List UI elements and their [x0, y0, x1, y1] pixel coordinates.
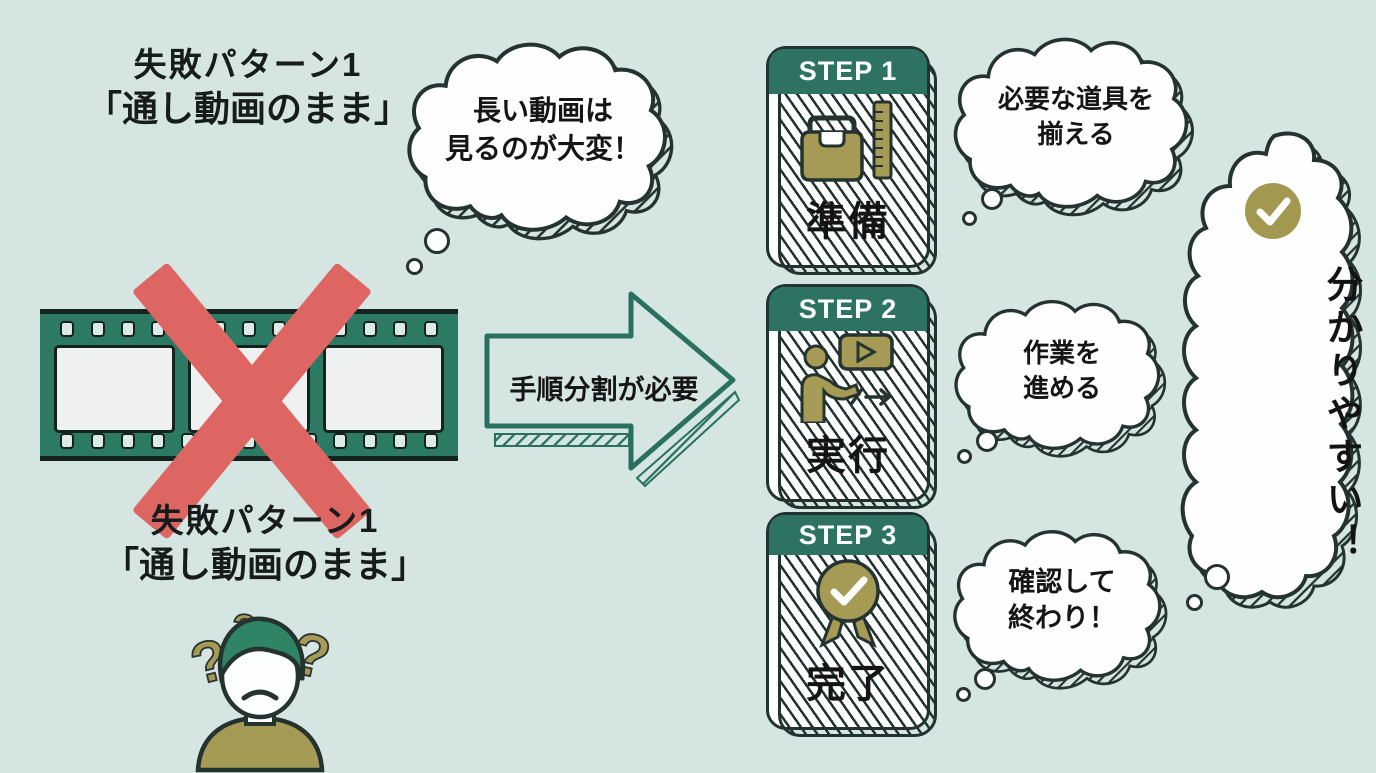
step1-card: STEP 1 準備	[766, 46, 937, 275]
medal-check-icon	[769, 555, 927, 651]
step3-header: STEP 3	[769, 515, 927, 555]
step1-bubble-line2: 揃える	[1037, 119, 1115, 150]
failure-title-top-line2: 「通し動画のまま」	[85, 88, 410, 130]
bubble-tail-dot	[424, 228, 450, 254]
bubble-tail-dot	[956, 687, 971, 702]
bubble-tail-dot	[974, 668, 996, 690]
bubble-tail-dot	[406, 258, 423, 275]
failure-title-top-line1: 失敗パターン1	[133, 46, 363, 83]
demo-play-icon	[769, 331, 927, 423]
step2-header: STEP 2	[769, 287, 927, 331]
step3-thought-bubble: 確認して 終わり！	[942, 520, 1182, 710]
step3-bubble-text: 確認して 終わり！	[942, 564, 1182, 637]
step1-bubble-line1: 必要な道具を	[997, 84, 1154, 114]
confused-person-icon: ? ? ?	[172, 596, 348, 773]
complaint-text: 長い動画は 見るのが大変！	[398, 92, 688, 168]
step2-thought-bubble: 作業を 進める	[942, 290, 1182, 475]
cloud-shape	[407, 42, 674, 241]
step3-bubble-line1: 確認して	[1008, 567, 1116, 597]
step2-card: STEP 2 実行	[766, 284, 937, 509]
check-circle-icon	[1244, 182, 1302, 240]
complaint-line1: 長い動画は	[472, 95, 613, 126]
step1-header: STEP 1	[769, 49, 927, 94]
conclusion-cloud: 分かりやすい！	[1180, 126, 1376, 642]
film-frame	[322, 345, 444, 433]
toolbox-ruler-icon	[769, 94, 927, 189]
film-frame	[54, 345, 176, 433]
bubble-tail-dot	[981, 188, 1003, 210]
step2-label: 実行	[806, 434, 890, 478]
step3-bubble-line2: 終わり！	[1008, 603, 1116, 634]
bubble-tail-dot	[962, 211, 977, 226]
step2-bubble-line1: 作業を	[1022, 338, 1101, 368]
step3-card: STEP 3 完了	[766, 512, 937, 737]
arrow-label: 手順分割が必要	[509, 375, 699, 405]
conclusion-label: 分かりやすい！	[1321, 264, 1362, 566]
bubble-tail-dot	[976, 430, 998, 452]
step1-label: 準備	[806, 200, 890, 244]
bubble-tail-dot	[1186, 594, 1203, 611]
step3-label: 完了	[806, 662, 890, 706]
complaint-line2: 見るのが大変！	[444, 132, 641, 164]
complaint-thought-bubble: 長い動画は 見るのが大変！	[398, 30, 688, 282]
red-x-icon	[131, 262, 373, 540]
failure-title-bottom: 失敗パターン1 「通し動画のまま」	[95, 500, 435, 588]
bubble-tail-dot	[1204, 564, 1230, 590]
step2-bubble-line2: 進める	[1022, 373, 1101, 404]
bubble-tail-dot	[957, 449, 972, 464]
transition-arrow: 手順分割が必要	[483, 286, 745, 494]
failure-title-top: 失敗パターン1 「通し動画のまま」	[78, 44, 418, 132]
failure-title-bottom-line2: 「通し動画のまま」	[102, 544, 427, 586]
step2-bubble-text: 作業を 進める	[942, 336, 1182, 406]
step1-thought-bubble: 必要な道具を 揃える	[948, 26, 1204, 248]
step1-bubble-text: 必要な道具を 揃える	[948, 82, 1204, 152]
failure-title-bottom-line1: 失敗パターン1	[150, 502, 380, 539]
